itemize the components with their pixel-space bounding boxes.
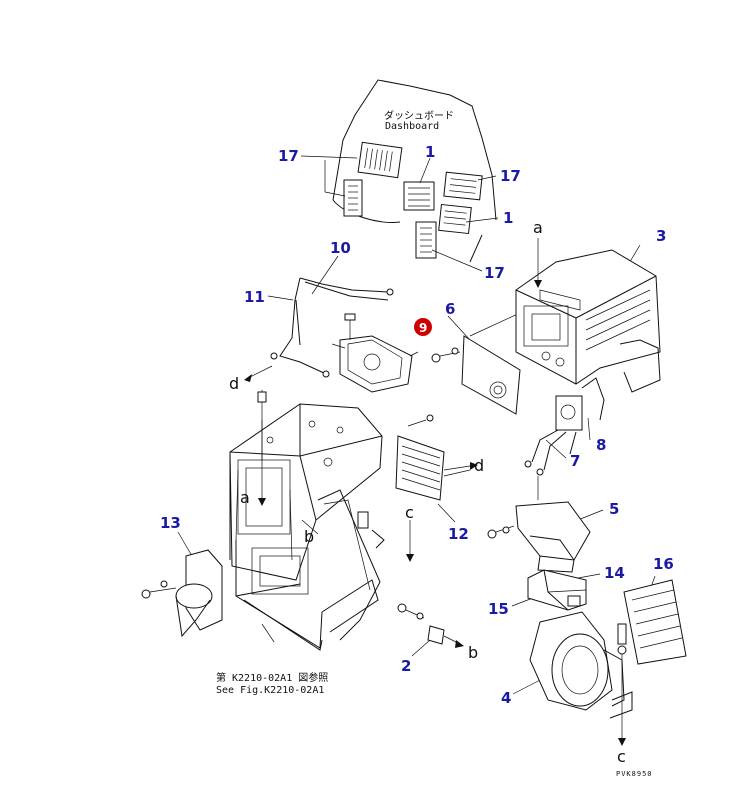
callout-9: 9 [419, 321, 427, 335]
ref-d-left: d [229, 374, 239, 393]
callout-13: 13 [160, 514, 181, 532]
leader-lines [177, 155, 656, 695]
dashboard-label-en: Dashboard [385, 121, 439, 132]
callout-17-right: 17 [500, 167, 521, 185]
callout-1-top: 1 [425, 143, 435, 161]
vent-louvers [343, 141, 483, 259]
ref-b-bottom: b [468, 643, 478, 662]
callout-1-right: 1 [503, 209, 513, 227]
filter-panel [395, 414, 471, 501]
callout-15: 15 [488, 600, 509, 618]
callout-7: 7 [570, 452, 580, 470]
callout-11: 11 [244, 288, 265, 306]
ref-c-mid: c [405, 503, 414, 522]
callout-17-left: 17 [278, 147, 299, 165]
ref-a-top: a [533, 218, 543, 237]
clamp-bracket [527, 569, 587, 611]
side-duct [141, 549, 223, 638]
callout-3: 3 [656, 227, 666, 245]
ref-d-right: d [474, 456, 484, 475]
callout-2: 2 [401, 657, 411, 675]
dashboard-label-jp: ダッシュボード [384, 109, 454, 122]
heater-unit [515, 249, 661, 393]
callout-9-highlight [414, 318, 432, 336]
ref-b-mid: b [304, 527, 314, 546]
cover-plate [431, 335, 521, 415]
harness-frame [270, 277, 394, 378]
filter-element [623, 579, 687, 665]
reference-letters: a a b b c c d d [229, 218, 626, 766]
dashboard-outline: ダッシュボード Dashboard [332, 79, 497, 263]
callout-16: 16 [653, 555, 674, 573]
callout-12: 12 [448, 525, 469, 543]
small-bracket [397, 603, 464, 648]
callout-5: 5 [609, 500, 619, 518]
callout-4: 4 [501, 689, 511, 707]
bracket-assembly [331, 313, 419, 393]
see-fig-note-en: See Fig.K2210-02A1 [216, 685, 324, 696]
callout-8: 8 [596, 436, 606, 454]
valve-and-hoses [524, 377, 605, 476]
callout-17-bottom: 17 [484, 264, 505, 282]
see-fig-note-jp: 第 K2210-02A1 図参照 [216, 671, 328, 684]
blower-motor [529, 611, 633, 746]
callout-14: 14 [604, 564, 625, 582]
callout-6: 6 [445, 300, 455, 318]
air-duct [487, 476, 591, 573]
ref-a-mid: a [240, 488, 250, 507]
main-box-frame [229, 390, 385, 651]
ref-c-bottom: c [617, 747, 626, 766]
callout-labels: 17 1 17 1 17 10 11 9 6 3 8 7 5 12 13 16 … [160, 143, 674, 707]
callout-10: 10 [330, 239, 351, 257]
drawing-code: PVK8950 [616, 770, 653, 778]
flow-arrows [244, 238, 542, 562]
